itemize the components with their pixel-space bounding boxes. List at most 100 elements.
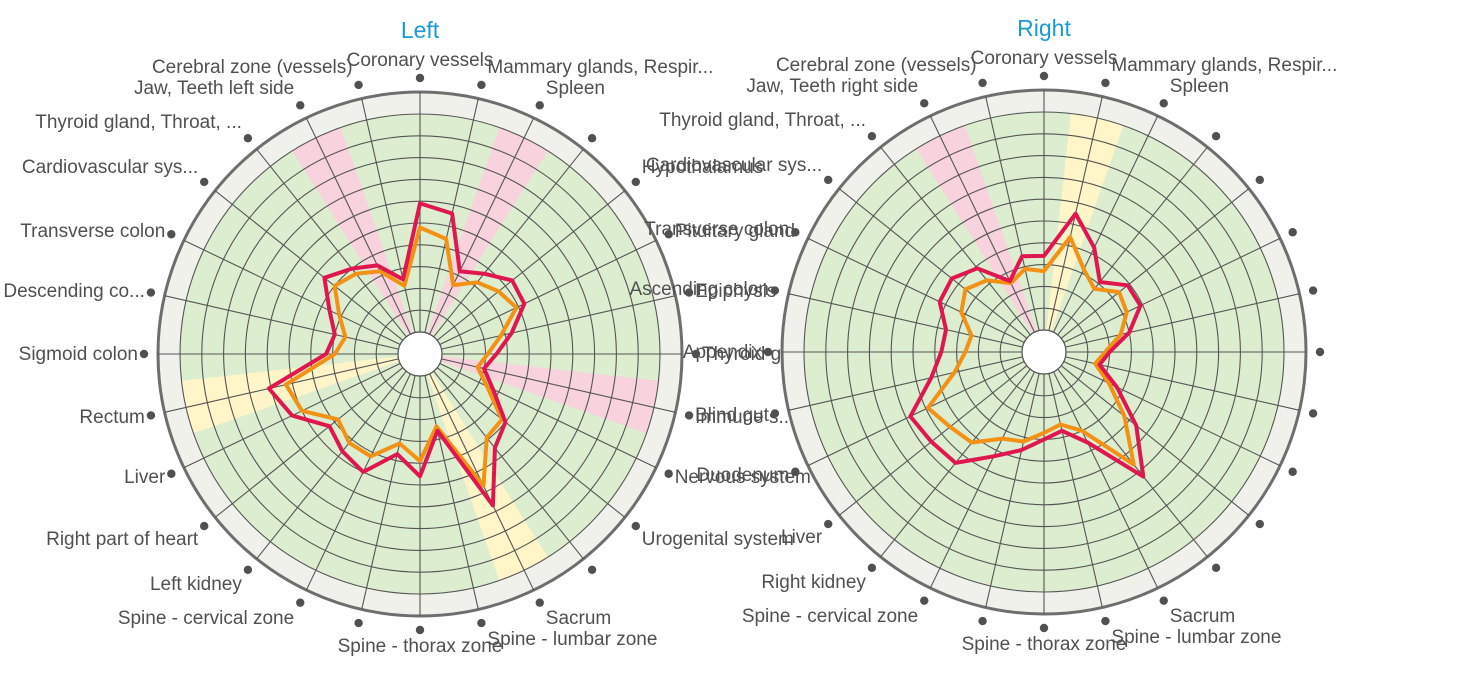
spoke-marker-12: [920, 596, 929, 605]
spoke-label-11: Right kidney: [761, 572, 866, 593]
spoke-13: [985, 373, 1040, 608]
spoke-18: [214, 367, 404, 518]
spoke-marker-27: [1101, 78, 1110, 88]
spoke-16: [1053, 371, 1159, 589]
spoke-label-16: Spine - cervical zone: [118, 608, 294, 629]
spoke-label-1: Cerebral zone (vessels): [776, 55, 977, 76]
spoke-label-10: Liver: [781, 527, 823, 548]
spoke-label-22: Descending co...: [3, 281, 145, 302]
spoke-marker-20: [146, 411, 156, 420]
spoke-marker-16: [296, 598, 305, 607]
spoke-marker-25: [243, 134, 253, 143]
spoke-marker-24: [200, 177, 209, 187]
spoke-marker-10: [824, 519, 833, 529]
spoke-23: [183, 239, 401, 345]
spoke-9: [439, 363, 657, 469]
spoke-label-8: Blind gut: [695, 405, 770, 426]
spoke-20: [1065, 356, 1300, 411]
spoke-marker-1: [477, 80, 486, 90]
data-series-1: [283, 225, 519, 488]
spoke-marker-8: [770, 409, 780, 418]
spoke-marker-4: [631, 177, 640, 187]
center-hub: [1021, 329, 1067, 375]
spoke-label-1: Mammary glands, Respir...: [487, 57, 713, 78]
spoke-marker-4: [824, 175, 833, 185]
spoke-label-26: Jaw, Teeth left side: [134, 78, 294, 99]
spoke-marker-27: [354, 80, 363, 90]
spoke-23: [1063, 237, 1281, 343]
spoke-label-5: Transverse colon: [644, 219, 789, 240]
highlight-zone-0: [420, 127, 548, 354]
spoke-marker-9: [791, 467, 800, 476]
spoke-marker-22: [146, 288, 156, 297]
center-hub: [397, 331, 443, 377]
spoke-marker-0: [1039, 71, 1049, 81]
spoke-label-17: Left kidney: [150, 574, 242, 595]
spoke-11: [433, 370, 584, 560]
spoke-marker-2: [535, 101, 544, 110]
spoke-marker-18: [200, 521, 209, 531]
spoke-label-24: Cardiovascular sys...: [22, 157, 198, 178]
spoke-label-2: Spleen: [546, 78, 605, 99]
spoke-marker-11: [587, 565, 597, 574]
spoke-marker-7: [691, 349, 701, 359]
spoke-22: [164, 295, 399, 350]
spoke-label-4: Cardiovascular sys...: [646, 155, 822, 176]
spoke-25: [256, 148, 407, 338]
spoke-24: [214, 190, 404, 341]
spoke-marker-23: [167, 230, 176, 239]
spoke-label-18: Right part of heart: [46, 529, 199, 550]
spoke-label-25: Thyroid gland, Throat, ...: [35, 112, 242, 133]
data-series-1: [925, 235, 1136, 467]
spoke-marker-17: [243, 565, 253, 574]
spoke-marker-5: [791, 228, 800, 237]
spoke-label-16: Sacrum: [1170, 606, 1235, 627]
spoke-marker-19: [167, 469, 176, 478]
spoke-label-0: Coronary vessels: [347, 50, 494, 71]
chart-title-right: Right: [1017, 15, 1071, 41]
spoke-marker-25: [1211, 132, 1221, 141]
spoke-8: [441, 358, 676, 413]
spoke-label-13: Spine - lumbar zone: [487, 629, 657, 650]
spoke-marker-15: [1101, 616, 1110, 626]
data-series-0: [266, 201, 527, 508]
spoke-label-9: Nervous system: [675, 467, 811, 488]
spoke-label-2: Jaw, Teeth right side: [746, 76, 918, 97]
highlight-zone-3: [181, 354, 420, 434]
data-series-0: [908, 211, 1146, 479]
spoke-label-27: Cerebral zone (vessels): [152, 57, 353, 78]
spoke-2: [929, 115, 1035, 333]
spoke-marker-0: [415, 73, 425, 83]
spoke-2: [429, 117, 535, 335]
spoke-20: [164, 358, 399, 413]
spoke-4: [838, 188, 1028, 339]
spoke-15: [1048, 373, 1103, 608]
spoke-marker-9: [664, 469, 673, 478]
spoke-marker-18: [1255, 519, 1264, 529]
spoke-label-14: Spine - thorax zone: [962, 634, 1127, 655]
spoke-26: [305, 117, 411, 335]
spoke-marker-2: [920, 99, 929, 108]
spoke-marker-26: [1159, 99, 1168, 108]
spoke-15: [361, 375, 416, 610]
spoke-marker-26: [296, 101, 305, 110]
spoke-marker-3: [867, 132, 877, 141]
spoke-marker-13: [477, 618, 486, 628]
spoke-label-15: Spine - lumbar zone: [1111, 627, 1281, 648]
spoke-label-27: Mammary glands, Respir...: [1111, 55, 1337, 76]
spoke-marker-1: [978, 78, 987, 88]
spoke-24: [1060, 188, 1250, 339]
spoke-label-5: Pituitary gland: [675, 221, 795, 242]
spoke-6: [441, 295, 676, 350]
spoke-22: [1065, 293, 1300, 348]
spoke-marker-23: [1288, 228, 1297, 237]
spoke-13: [424, 375, 479, 610]
spoke-label-14: Spine - thorax zone: [338, 636, 503, 657]
spoke-26: [1053, 115, 1159, 333]
spoke-marker-6: [770, 286, 780, 295]
spoke-label-21: Sigmoid colon: [19, 344, 138, 365]
spoke-label-9: Duodenum: [696, 465, 789, 486]
spoke-label-6: Ascending colon: [629, 279, 768, 300]
spoke-label-10: Urogenital system: [642, 529, 794, 550]
